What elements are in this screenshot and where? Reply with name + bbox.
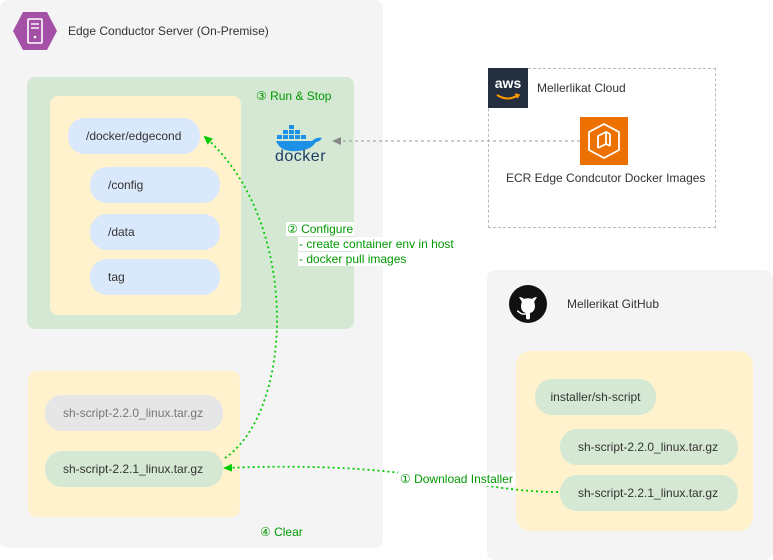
server-title: Edge Conductor Server (On-Premise): [68, 24, 269, 38]
github-icon: [509, 285, 547, 323]
edgecond-path-pill: /docker/edgecond: [68, 118, 200, 154]
docker-logo-text: docker: [275, 148, 327, 165]
run-stop-label: ③ Run & Stop: [256, 89, 332, 103]
clear-label: ④ Clear: [260, 525, 303, 539]
configure-step-1: - create container env in host: [298, 237, 455, 251]
tag-pill: tag: [90, 259, 220, 295]
server-script-old-pill: sh-script-2.2.0_linux.tar.gz: [45, 395, 223, 431]
ecr-label: ECR Edge Condcutor Docker Images: [506, 171, 706, 185]
github-script-old-pill: sh-script-2.2.0_linux.tar.gz: [560, 429, 738, 465]
github-title: Mellerikat GitHub: [567, 297, 660, 311]
configure-title: ② Configure: [286, 222, 355, 236]
cloud-title: Mellerlikat Cloud: [537, 81, 626, 95]
server-script-new-pill: sh-script-2.2.1_linux.tar.gz: [45, 451, 223, 487]
configure-arrow: [203, 135, 278, 459]
config-path-pill: /config: [90, 167, 220, 203]
installer-path-pill: installer/sh-script: [535, 379, 656, 415]
download-label: ① Download Installer: [398, 472, 515, 486]
aws-logo-icon: aws: [488, 68, 528, 108]
ecr-icon: [580, 117, 628, 165]
docker-whale-icon: [276, 125, 322, 152]
server-icon: [13, 12, 57, 50]
data-path-pill: /data: [90, 214, 220, 250]
github-script-new-pill: sh-script-2.2.1_linux.tar.gz: [560, 475, 738, 511]
aws-logo-text: aws: [494, 75, 522, 91]
download-arrow: [223, 463, 559, 493]
configure-step-2: - docker pull images: [298, 252, 408, 266]
